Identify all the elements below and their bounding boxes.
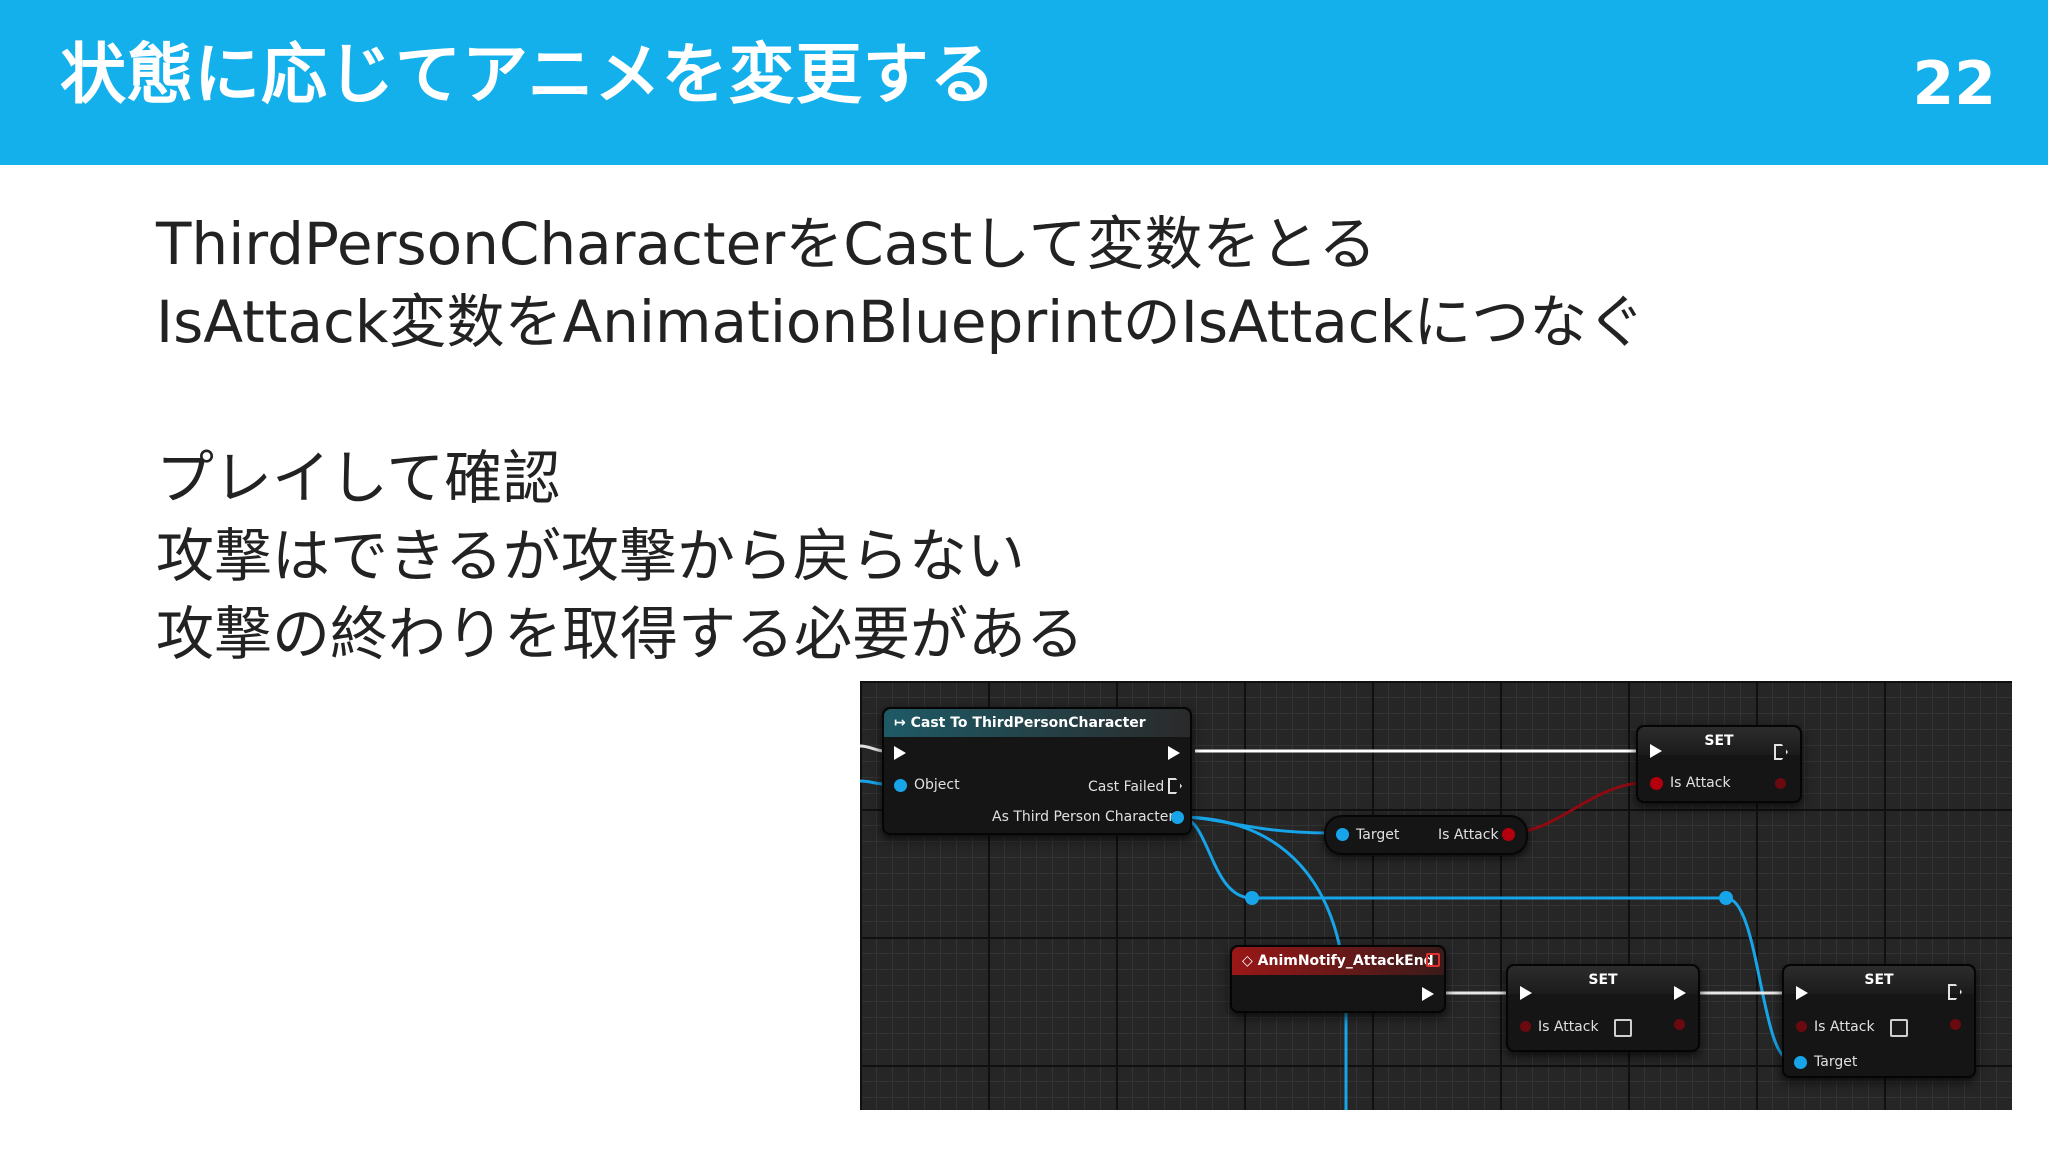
- event-node-header: ◇ AnimNotify_AttackEnd: [1232, 947, 1444, 975]
- slide-header: 状態に応じてアニメを変更する 22: [0, 0, 2048, 165]
- cast-object-pin[interactable]: [894, 779, 907, 792]
- event-exec-out-pin[interactable]: [1422, 987, 1434, 1001]
- getter-output-label: Is Attack: [1438, 827, 1499, 843]
- cast-node-title: Cast To ThirdPersonCharacter: [910, 715, 1146, 731]
- set-top-input-label: Is Attack: [1670, 775, 1731, 791]
- set-mid-output-pin[interactable]: [1674, 1019, 1685, 1030]
- cast-failed-label: Cast Failed: [1088, 779, 1165, 795]
- cast-object-label: Object: [914, 777, 960, 793]
- set-top-node[interactable]: SET Is Attack: [1636, 725, 1802, 803]
- event-node-title: AnimNotify_AttackEnd: [1257, 953, 1434, 969]
- set-mid-input-label: Is Attack: [1538, 1019, 1599, 1035]
- getter-target-label: Target: [1356, 827, 1400, 843]
- slide-title: 状態に応じてアニメを変更する: [60, 36, 997, 113]
- is-attack-getter-node[interactable]: Target Is Attack: [1324, 815, 1528, 855]
- blueprint-screenshot: ↦ Cast To ThirdPersonCharacter Object Ca…: [860, 681, 2012, 1110]
- cast-as-label: As Third Person Character: [992, 809, 1175, 825]
- event-diamond-icon: ◇: [1242, 953, 1258, 969]
- set-top-input-pin[interactable]: [1650, 777, 1663, 790]
- cast-icon: ↦: [894, 715, 911, 731]
- anim-notify-event-node[interactable]: ◇ AnimNotify_AttackEnd: [1230, 945, 1446, 1013]
- set-mid-exec-in-pin[interactable]: [1520, 986, 1532, 1000]
- set-right-exec-in-pin[interactable]: [1796, 986, 1808, 1000]
- set-right-output-pin[interactable]: [1950, 1019, 1961, 1030]
- body-line-spacer: [156, 361, 1856, 439]
- event-delegate-pin[interactable]: [1426, 953, 1440, 967]
- set-mid-input-pin[interactable]: [1520, 1021, 1531, 1032]
- set-right-input-pin[interactable]: [1796, 1021, 1807, 1032]
- set-top-output-pin[interactable]: [1775, 778, 1786, 789]
- getter-output-pin[interactable]: [1502, 828, 1515, 841]
- body-line-1: ThirdPersonCharacterをCastして変数をとる: [156, 210, 1377, 278]
- set-right-exec-out-pin[interactable]: [1948, 984, 1962, 1000]
- set-mid-header: SET: [1508, 966, 1698, 994]
- cast-node-header: ↦ Cast To ThirdPersonCharacter: [884, 709, 1190, 737]
- body-line-5: 攻撃はできるが攻撃から戻らない: [156, 522, 1025, 590]
- body-line-6: 攻撃の終わりを取得する必要がある: [156, 600, 1085, 668]
- set-right-checkbox[interactable]: [1890, 1019, 1908, 1037]
- cast-node[interactable]: ↦ Cast To ThirdPersonCharacter Object Ca…: [882, 707, 1192, 835]
- set-right-target-pin[interactable]: [1794, 1056, 1807, 1069]
- page-number: 22: [1912, 49, 1997, 119]
- set-top-exec-in-pin[interactable]: [1650, 744, 1662, 758]
- set-right-input-label: Is Attack: [1814, 1019, 1875, 1035]
- set-top-exec-out-pin[interactable]: [1774, 744, 1788, 760]
- body-text: ThirdPersonCharacterをCastして変数をとる IsAttac…: [156, 205, 1856, 673]
- set-right-target-label: Target: [1814, 1054, 1858, 1070]
- body-line-2: IsAttack変数をAnimationBlueprintのIsAttackにつ…: [156, 288, 1646, 356]
- set-mid-checkbox[interactable]: [1614, 1019, 1632, 1037]
- set-top-header: SET: [1638, 727, 1800, 755]
- set-mid-exec-out-pin[interactable]: [1674, 986, 1686, 1000]
- set-right-header: SET: [1784, 966, 1974, 994]
- body-line-4: プレイして確認: [156, 444, 561, 512]
- set-mid-node[interactable]: SET Is Attack: [1506, 964, 1700, 1052]
- cast-exec-out-pin[interactable]: [1168, 746, 1180, 760]
- cast-exec-in-pin[interactable]: [894, 746, 906, 760]
- getter-target-pin[interactable]: [1336, 828, 1349, 841]
- cast-as-pin[interactable]: [1171, 811, 1184, 824]
- set-right-node[interactable]: SET Is Attack Target: [1782, 964, 1976, 1078]
- cast-failed-pin[interactable]: [1168, 778, 1182, 794]
